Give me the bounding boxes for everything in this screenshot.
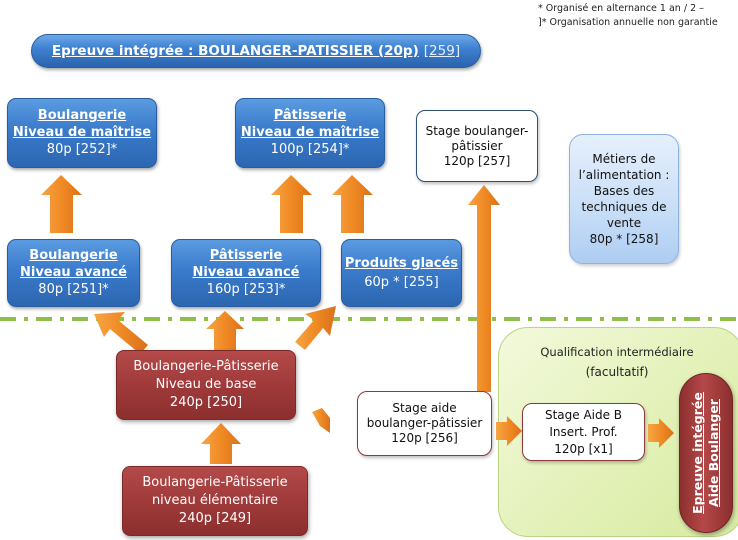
- pat-maitrise-title2: Niveau de maîtrise: [240, 125, 380, 140]
- stage-aide-b-line1: Stage Aide B: [544, 407, 623, 422]
- arrow-base-to-boul-avance: [94, 312, 148, 354]
- box-patisserie-maitrise[interactable]: Pâtisserie Niveau de maîtrise 100p [254]…: [235, 98, 385, 168]
- boul-avance-detail: 80p [251]*: [38, 282, 109, 297]
- title-code: [259]: [423, 43, 461, 59]
- box-stage-aide-boulanger-patissier[interactable]: Stage aide boulanger-pâtissier 120p [256…: [357, 391, 492, 456]
- note-annual: ]* Organisation annuelle non garantie: [538, 17, 718, 28]
- box-stage-boulanger-patissier[interactable]: Stage boulanger- pâtissier 120p [257]: [416, 110, 538, 182]
- boul-maitrise-title2: Niveau de maîtrise: [12, 125, 152, 140]
- title-label: Epreuve intégrée : BOULANGER-PATISSIER (…: [51, 42, 419, 59]
- arrow-up-pat-avance-to-maitrise: [271, 175, 312, 233]
- arrow-up-stage-aide-to-stage-bp: [468, 185, 500, 392]
- box-bp-niveau-base[interactable]: Boulangerie-Pâtisserie Niveau de base 24…: [116, 350, 296, 420]
- box-metiers-alimentation[interactable]: Métiers de l’alimentation : Bases des te…: [569, 134, 679, 264]
- epreuve-integree-boulanger-patissier[interactable]: Epreuve intégrée : BOULANGER-PATISSIER (…: [31, 34, 481, 68]
- arrow-stage-aide-to-aide-b: [496, 416, 522, 446]
- arrow-base-to-stage-aide: [312, 408, 330, 433]
- bp-elem-line3: 240p [249]: [178, 511, 252, 526]
- epreuve-aide-line2: Aide Boulanger: [706, 399, 721, 507]
- stage-aide-b-line3: 120p [x1]: [554, 441, 613, 456]
- boul-maitrise-title1: Boulangerie: [37, 108, 127, 123]
- arrow-up-boul-avance-to-maitrise: [41, 175, 82, 233]
- box-produits-glaces[interactable]: Produits glacés 60p * [255]: [341, 239, 462, 307]
- arrow-aide-b-to-epreuve: [648, 418, 674, 448]
- bp-base-line3: 240p [250]: [169, 395, 243, 410]
- box-epreuve-aide-boulanger[interactable]: Epreuve intégrée Aide Boulanger: [679, 373, 733, 533]
- bp-elem-line2: niveau élémentaire: [151, 493, 279, 508]
- epreuve-aide-line1: Epreuve intégrée: [690, 392, 705, 514]
- box-stage-aide-b[interactable]: Stage Aide B Insert. Prof. 120p [x1]: [522, 403, 645, 461]
- arrow-elem-to-base: [201, 423, 241, 464]
- qualification-title: Qualification intermédiaire: [540, 345, 694, 359]
- arrow-base-to-pat-avance: [206, 311, 244, 350]
- box-patisserie-avance[interactable]: Pâtisserie Niveau avancé 160p [253]*: [171, 239, 321, 307]
- boul-avance-title1: Boulangerie: [29, 248, 118, 263]
- boul-maitrise-detail: 80p [252]*: [46, 142, 118, 157]
- pat-avance-detail: 160p [253]*: [206, 282, 286, 297]
- pat-avance-title1: Pâtisserie: [209, 248, 283, 263]
- arrow-up-glaces-to-pat-maitrise: [332, 175, 373, 233]
- epreuve-aide-text: Epreuve intégrée Aide Boulanger: [690, 392, 722, 514]
- note-alternance: * Organisé en alternance 1 an / 2 –: [538, 3, 704, 14]
- box-boulangerie-maitrise[interactable]: Boulangerie Niveau de maîtrise 80p [252]…: [7, 98, 157, 168]
- arrow-base-to-glaces: [295, 306, 336, 350]
- level-separator-line: [0, 317, 738, 321]
- pat-maitrise-title1: Pâtisserie: [273, 108, 347, 123]
- bp-base-line2: Niveau de base: [155, 377, 257, 392]
- glaces-detail: 60p * [255]: [364, 274, 439, 290]
- qualification-subtitle: (facultatif): [585, 365, 649, 379]
- stage-aide-b-line2: Insert. Prof.: [549, 424, 618, 439]
- bp-base-line1: Boulangerie-Pâtisserie: [133, 359, 279, 374]
- boul-avance-title2: Niveau avancé: [20, 265, 127, 280]
- bp-elem-line1: Boulangerie-Pâtisserie: [142, 475, 288, 490]
- box-boulangerie-avance[interactable]: Boulangerie Niveau avancé 80p [251]*: [7, 239, 140, 307]
- glaces-title: Produits glacés: [344, 255, 459, 271]
- pat-avance-title2: Niveau avancé: [192, 265, 300, 280]
- pat-maitrise-detail: 100p [254]*: [270, 142, 350, 157]
- box-bp-niveau-elementaire[interactable]: Boulangerie-Pâtisserie niveau élémentair…: [122, 466, 308, 536]
